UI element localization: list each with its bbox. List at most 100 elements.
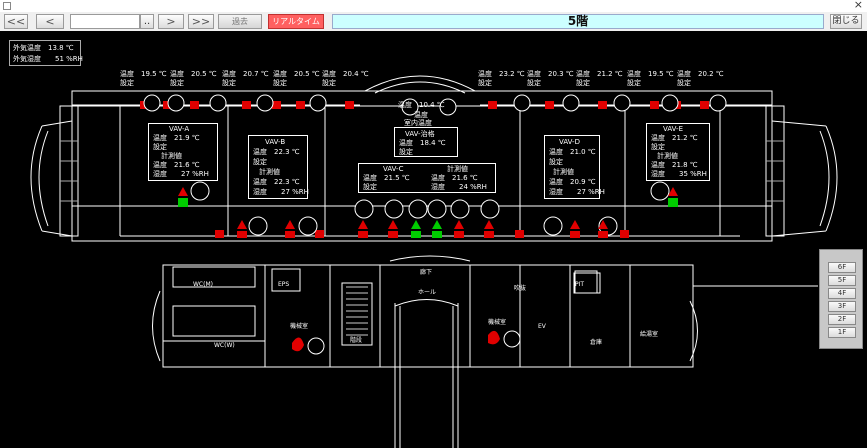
lobby-sub1: 温度: [414, 111, 428, 119]
floor-title: 5階: [332, 14, 824, 29]
nav-first-button[interactable]: <<: [4, 14, 28, 29]
room-pantry: 給湯室: [640, 331, 659, 338]
vav-c-temp: 温度 21.6 ℃: [431, 174, 478, 182]
room-void: 吹抜: [514, 285, 527, 292]
setpoint-2: 温度 20.5 ℃: [170, 70, 217, 78]
vav-b-temp: 温度 22.3 ℃: [253, 178, 300, 186]
vav-lobby-setlabel: 設定: [399, 148, 413, 156]
floor-button-2f[interactable]: 2F: [828, 314, 856, 325]
room-machine-right: 機械室: [488, 319, 507, 326]
vav-b-panel[interactable]: VAV-B 温度 22.3 ℃ 設定 計測値 温度 22.3 ℃ 湿度 27 %…: [248, 135, 309, 199]
vav-b-measured: 計測値: [259, 168, 280, 176]
toolbar: << < .. > >> 過去 リアルタイム 5階 閉じる: [0, 12, 867, 31]
past-mode-button[interactable]: 過去: [218, 14, 262, 29]
vav-d-panel[interactable]: VAV-D 温度 21.0 ℃ 設定 計測値 温度 20.9 ℃ 湿度 27 %…: [544, 135, 605, 199]
vav-c-title: VAV-C: [383, 165, 404, 173]
vav-c-measured: 計測値: [447, 165, 468, 173]
vav-e-setpoint: 温度 21.2 ℃: [651, 134, 698, 142]
vav-e-setlabel: 設定: [651, 143, 665, 151]
setpoint-8: 温度 21.2 ℃: [576, 70, 623, 78]
room-pit: PIT: [575, 281, 585, 288]
nav-next-button[interactable]: >: [158, 14, 184, 29]
floor-plan-view: 外気温度 13.8 ℃ 外気湿度 51 %RH 温度 19.5 ℃ 温度 20.…: [0, 31, 867, 448]
window-close-button[interactable]: ×: [853, 0, 863, 11]
floor-button-3f[interactable]: 3F: [828, 301, 856, 312]
vav-d-setlabel: 設定: [549, 158, 563, 166]
room-hall: ホール: [418, 289, 437, 296]
lobby-temp: 温度 10.4 ℃: [398, 101, 445, 109]
setpoint-5: 温度 20.4 ℃: [322, 70, 369, 78]
room-elevator: EV: [538, 323, 546, 330]
setpoint-4: 温度 20.5 ℃: [273, 70, 320, 78]
app-icon: [3, 2, 11, 10]
room-storage: 倉庫: [590, 339, 603, 346]
vav-e-title: VAV-E: [663, 125, 684, 133]
vav-e-humidity: 湿度 35 %RH: [651, 170, 707, 178]
vav-c-setpoint: 温度 21.5 ℃: [363, 174, 410, 182]
vav-a-humidity: 湿度 27 %RH: [153, 170, 209, 178]
setpoint-10: 温度 20.2 ℃: [677, 70, 724, 78]
room-eps: EPS: [278, 281, 290, 288]
vav-c-setlabel: 設定: [363, 183, 377, 191]
room-machine-left: 機械室: [290, 323, 309, 330]
floor-button-1f[interactable]: 1F: [828, 327, 856, 338]
setpoint-7: 温度 20.3 ℃: [527, 70, 574, 78]
nav-prev-button[interactable]: <: [36, 14, 64, 29]
vav-e-measured: 計測値: [657, 152, 678, 160]
vav-e-panel[interactable]: VAV-E 温度 21.2 ℃ 設定 計測値 温度 21.8 ℃ 湿度 35 %…: [646, 123, 710, 181]
vav-lobby-title: VAV-治格: [405, 130, 435, 138]
vav-e-temp: 温度 21.8 ℃: [651, 161, 698, 169]
window-titlebar: ×: [0, 0, 867, 12]
date-picker-button[interactable]: ..: [140, 14, 154, 29]
floor-button-4f[interactable]: 4F: [828, 288, 856, 299]
floor-selector: 6F 5F 4F 3F 2F 1F: [819, 249, 863, 349]
nav-last-button[interactable]: >>: [188, 14, 214, 29]
setpoint-label-7: 設定: [527, 79, 541, 87]
date-field[interactable]: [70, 14, 140, 29]
floor-button-5f[interactable]: 5F: [828, 275, 856, 286]
vav-d-humidity: 湿度 27 %RH: [549, 188, 605, 196]
realtime-mode-button[interactable]: リアルタイム: [268, 14, 324, 29]
vav-c-panel[interactable]: VAV-C 温度 21.5 ℃ 設定 計測値 温度 21.6 ℃ 湿度 24 %…: [358, 163, 496, 193]
setpoint-label-10: 設定: [677, 79, 691, 87]
setpoint-label-9: 設定: [627, 79, 641, 87]
setpoint-label-2: 設定: [170, 79, 184, 87]
vav-b-setlabel: 設定: [253, 158, 267, 166]
vav-b-humidity: 湿度 27 %RH: [253, 188, 309, 196]
setpoint-label-6: 設定: [478, 79, 492, 87]
vav-b-setpoint: 温度 22.3 ℃: [253, 148, 300, 156]
close-button[interactable]: 閉じる: [830, 14, 862, 29]
vav-a-setpoint: 温度 21.9 ℃: [153, 134, 200, 142]
outdoor-temp: 外気温度 13.8 ℃: [13, 44, 74, 52]
vav-c-humidity: 湿度 24 %RH: [431, 183, 487, 191]
room-wc-m: WC(M): [193, 281, 213, 288]
floor-button-6f[interactable]: 6F: [828, 262, 856, 273]
room-corridor: 廊下: [420, 269, 433, 276]
vav-d-temp: 温度 20.9 ℃: [549, 178, 596, 186]
floor-plan-drawing: [30, 75, 838, 448]
vav-a-setlabel: 設定: [153, 143, 167, 151]
vav-a-panel[interactable]: VAV-A 温度 21.9 ℃ 設定 計測値 温度 21.6 ℃ 湿度 27 %…: [148, 123, 218, 181]
vav-a-title: VAV-A: [169, 125, 190, 133]
setpoint-9: 温度 19.5 ℃: [627, 70, 674, 78]
vav-a-measured: 計測値: [161, 152, 182, 160]
outdoor-humidity: 外気湿度 51 %RH: [13, 55, 83, 63]
vav-d-setpoint: 温度 21.0 ℃: [549, 148, 596, 156]
vav-d-measured: 計測値: [553, 168, 574, 176]
setpoint-label-3: 設定: [222, 79, 236, 87]
vav-lobby-setpoint: 温度 18.4 ℃: [399, 139, 446, 147]
vav-lobby-panel[interactable]: VAV-治格 温度 18.4 ℃ 設定: [394, 127, 458, 157]
setpoint-label-1: 設定: [120, 79, 134, 87]
room-stair: 階段: [350, 337, 363, 344]
room-wc-w: WC(W): [214, 342, 235, 349]
setpoint-6: 温度 23.2 ℃: [478, 70, 525, 78]
vav-status-markers: [178, 187, 678, 352]
setpoint-label-8: 設定: [576, 79, 590, 87]
setpoint-1: 温度 19.5 ℃: [120, 70, 167, 78]
vav-d-title: VAV-D: [559, 138, 580, 146]
setpoint-label-4: 設定: [273, 79, 287, 87]
vav-a-temp: 温度 21.6 ℃: [153, 161, 200, 169]
setpoint-3: 温度 20.7 ℃: [222, 70, 269, 78]
lobby-sub2: 室内温度: [404, 119, 432, 127]
vav-b-title: VAV-B: [265, 138, 286, 146]
